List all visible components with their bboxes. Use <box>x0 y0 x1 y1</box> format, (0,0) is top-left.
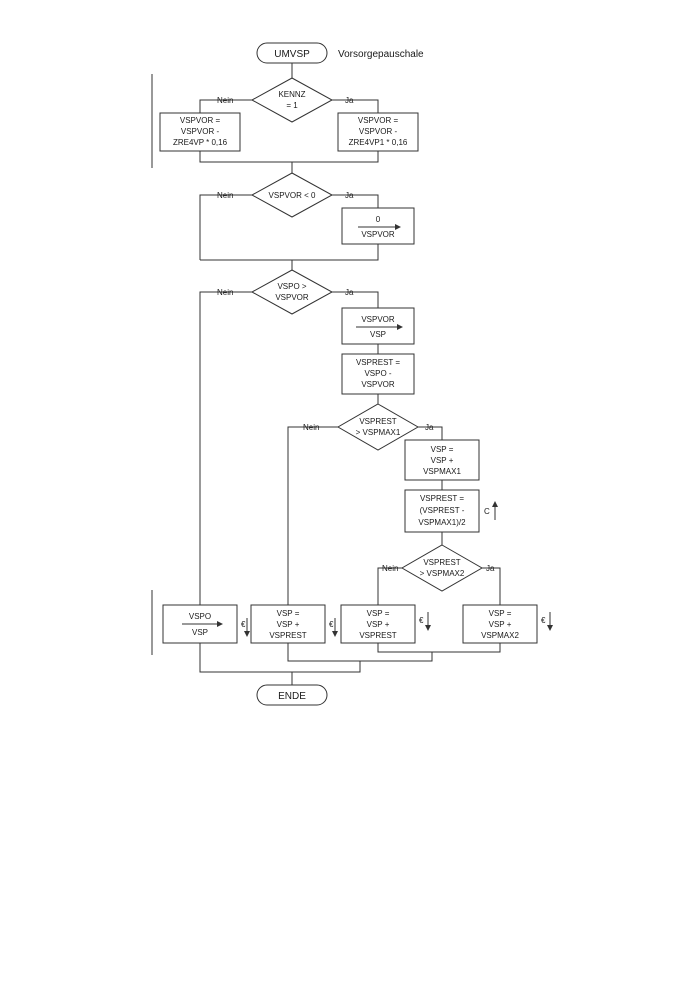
box-line: VSPMAX1 <box>423 467 461 476</box>
decision-line: VSPREST <box>359 417 396 426</box>
box-line: VSPVOR <box>361 380 395 389</box>
box-line: VSP = <box>367 609 390 618</box>
decision-vsprest-gt-vspmax1: VSPREST > VSPMAX1 <box>336 403 420 451</box>
box-line: VSPVOR <box>361 315 395 324</box>
branch-no-label: Nein <box>303 423 319 432</box>
rounding-c-symbol: C <box>484 507 490 516</box>
decision-vspo-gt-vspvor: VSPO > VSPVOR <box>250 269 334 315</box>
box-line: VSPVOR - <box>359 127 398 136</box>
euro-symbol: € <box>241 620 246 629</box>
decision-line: > VSPMAX1 <box>356 428 401 437</box>
box-vsp-plus-vsprest-left: VSP = VSP + VSPREST <box>250 604 326 644</box>
box-line: VSPVOR = <box>180 116 221 125</box>
box-line: VSPVOR = <box>358 116 399 125</box>
box-line: 0 <box>376 215 381 224</box>
branch-no-label: Nein <box>382 564 398 573</box>
branch-yes-label: Ja <box>425 423 434 432</box>
euro-symbol: € <box>329 620 334 629</box>
branch-no-label: Nein <box>217 288 233 297</box>
box-line: VSP = <box>431 445 454 454</box>
box-line: VSP <box>370 330 386 339</box>
start-terminal: UMVSP <box>256 42 328 64</box>
euro-symbol: € <box>541 616 546 625</box>
box-vsprest-halve: VSPREST = (VSPREST - VSPMAX1)/2 <box>404 489 480 533</box>
start-caption: Vorsorgepauschale <box>338 49 424 60</box>
box-line: VSPVOR <box>361 230 395 239</box>
decision-kennz-line-1: KENNZ <box>278 90 305 99</box>
box-line: (VSPREST - <box>420 506 465 515</box>
box-vsp-plus-vsprest-right: VSP = VSP + VSPREST <box>340 604 416 644</box>
box-vspvor-to-vsp: VSPVOR VSP <box>341 307 415 345</box>
box-line: VSPREST <box>359 631 396 640</box>
branch-yes-label: Ja <box>345 191 354 200</box>
start-label: UMVSP <box>274 49 310 60</box>
decision-vsprest-gt-vspmax2: VSPREST > VSPMAX2 <box>400 544 484 592</box>
euro-symbol: € <box>419 616 424 625</box>
box-line: VSP = <box>489 609 512 618</box>
end-label: ENDE <box>278 691 306 702</box>
decision-line: VSPREST <box>423 558 460 567</box>
box-vspvor-zre4vp1: VSPVOR = VSPVOR - ZRE4VP1 * 0,16 <box>337 112 419 152</box>
box-line: VSPREST = <box>356 358 400 367</box>
branch-no-label: Nein <box>217 96 233 105</box>
box-line: VSPMAX2 <box>481 631 519 640</box>
box-vsp-plus-vspmax1: VSP = VSP + VSPMAX1 <box>404 439 480 481</box>
box-line: VSPMAX1)/2 <box>418 518 466 527</box>
branch-yes-label: Ja <box>345 96 354 105</box>
decision-vspvor-negative: VSPVOR < 0 <box>250 172 334 218</box>
decision-line: VSPO > <box>277 282 306 291</box>
box-vsprest-init: VSPREST = VSPO - VSPVOR <box>341 353 415 395</box>
decision-kennz: KENNZ = 1 <box>250 77 334 123</box>
box-vsp-plus-vspmax2: VSP = VSP + VSPMAX2 <box>462 604 538 644</box>
box-line: VSP <box>192 628 208 637</box>
box-line: VSPREST = <box>420 494 464 503</box>
box-line: VSPO <box>189 612 211 621</box>
box-line: VSPVOR - <box>181 127 220 136</box>
box-vspo-to-vsp: VSPO VSP <box>162 604 238 644</box>
branch-no-label: Nein <box>217 191 233 200</box>
box-vspvor-zre4vp: VSPVOR = VSPVOR - ZRE4VP * 0,16 <box>159 112 241 152</box>
branch-yes-label: Ja <box>486 564 495 573</box>
box-line: VSP + <box>489 620 512 629</box>
box-line: VSP + <box>431 456 454 465</box>
box-zero-to-vspvor: 0 VSPVOR <box>341 207 415 245</box>
end-terminal: ENDE <box>256 684 328 706</box>
box-line: VSPO - <box>364 369 391 378</box>
branch-yes-label: Ja <box>345 288 354 297</box>
decision-line: > VSPMAX2 <box>420 569 465 578</box>
decision-line: VSPVOR <box>275 293 309 302</box>
box-line: VSP + <box>277 620 300 629</box>
box-line: VSP + <box>367 620 390 629</box>
box-line: VSP = <box>277 609 300 618</box>
decision-vspvor-line: VSPVOR < 0 <box>269 191 316 200</box>
box-line: ZRE4VP1 * 0,16 <box>349 138 408 147</box>
decision-kennz-line-2: = 1 <box>286 101 298 110</box>
box-line: ZRE4VP * 0,16 <box>173 138 228 147</box>
box-line: VSPREST <box>269 631 306 640</box>
